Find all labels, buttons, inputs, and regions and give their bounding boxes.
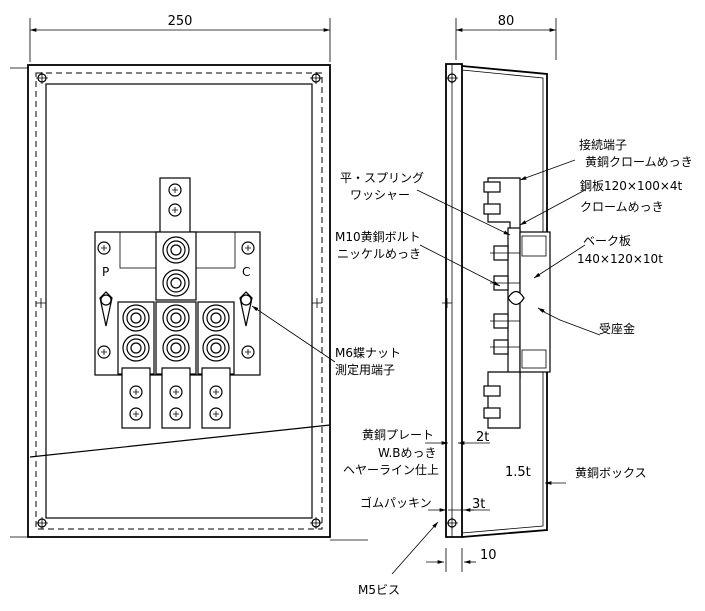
thickness-dimensions <box>391 441 490 575</box>
dim-box-thickness: 1.5t <box>505 465 531 480</box>
dim-back-plate: 2t <box>476 430 489 445</box>
label-terminal-1: 接続端子 <box>579 137 627 152</box>
label-washer-2: ワッシャー <box>350 188 410 202</box>
dim-gasket: 3t <box>472 497 485 512</box>
label-brass-plate-2: W.Bめっき <box>378 446 437 460</box>
label-terminal-2: 黄銅クロームめっき <box>585 155 693 169</box>
label-brass-box: 黄銅ボックス <box>575 466 647 480</box>
depth-dim-label: 80 <box>498 14 515 29</box>
side-view: 80 <box>391 14 601 575</box>
front-cover-plate <box>45 83 313 519</box>
mounting-marks <box>36 298 322 308</box>
terminal-p-label: P <box>102 265 109 279</box>
label-nut-1: M6蝶ナット <box>335 345 401 360</box>
label-screw: M5ビス <box>358 583 400 597</box>
label-brass-plate-1: 黄銅プレート <box>362 428 434 442</box>
label-bake-2: 140×120×10t <box>577 252 663 266</box>
front-view: 250 <box>10 14 368 541</box>
label-plate-2: クロームめっき <box>580 200 664 214</box>
width-dimension: 250 <box>29 14 331 62</box>
terminal-c-label: C <box>242 265 250 279</box>
label-plate-1: 鋼板120×100×4t <box>580 179 683 193</box>
dim-flange: 10 <box>480 548 497 563</box>
label-brass-plate-3: ヘヤーライン仕上 <box>343 463 439 477</box>
front-outer-frame <box>27 64 331 538</box>
label-washer-1: 平・スプリング <box>340 171 424 185</box>
label-gasket: ゴムパッキン <box>360 495 432 510</box>
label-bolt-2: ニッケルめっき <box>337 247 421 261</box>
gasket-outline <box>35 72 323 530</box>
label-bolt-1: M10黄銅ボルト <box>335 230 421 244</box>
width-dim-label: 250 <box>168 14 193 29</box>
side-terminal-assembly <box>483 177 551 429</box>
label-nut-2: 測定用端子 <box>335 362 395 377</box>
cover-plate-side <box>445 63 463 538</box>
label-bake-1: ベーク板 <box>583 234 631 248</box>
terminal-board: P C <box>94 177 261 429</box>
annotations: 接続端子 黄銅クロームめっき 平・スプリング ワッシャー 鋼板120×100×4… <box>335 137 693 597</box>
leader-lines <box>416 159 601 485</box>
depth-dimension: 80 <box>455 14 557 60</box>
label-receiver: 受座金 <box>599 321 635 336</box>
section-line <box>29 424 331 458</box>
